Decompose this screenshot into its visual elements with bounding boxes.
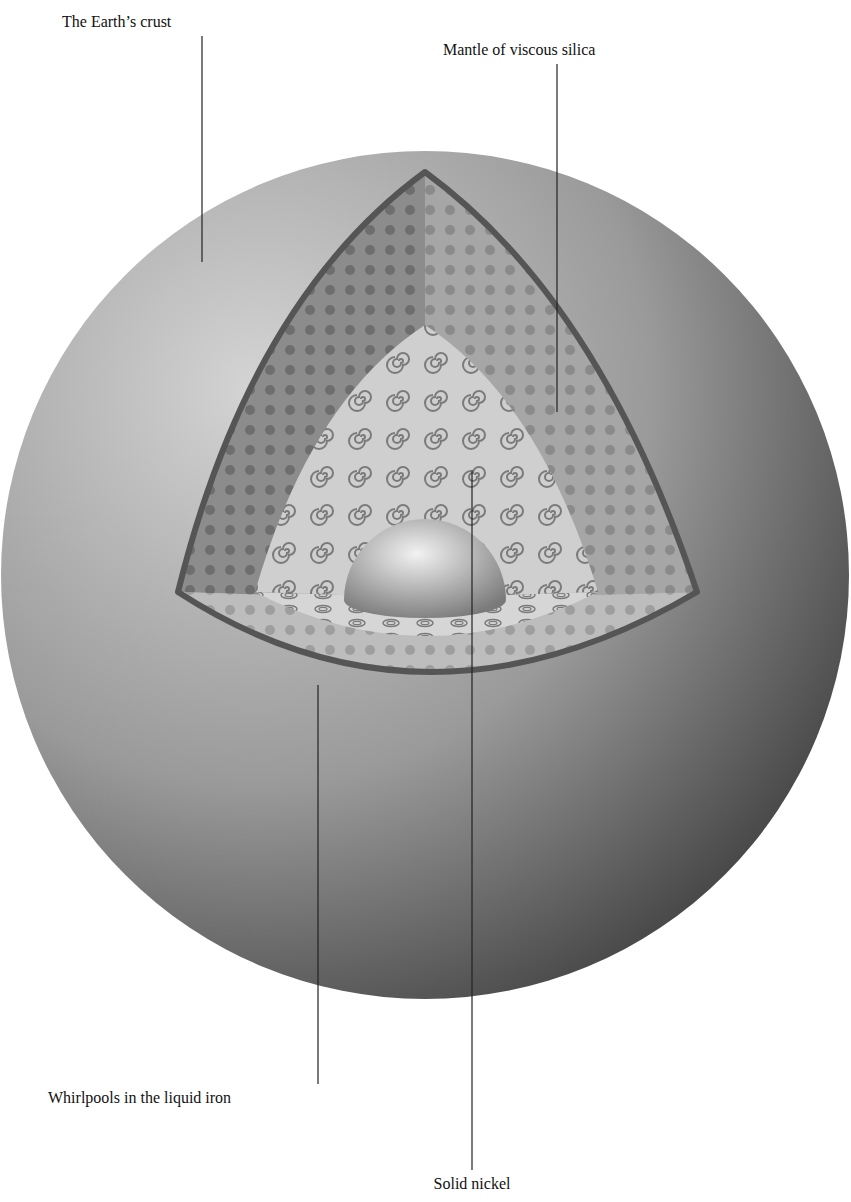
cutaway-outline — [178, 172, 697, 672]
leader-line — [317, 685, 318, 1084]
leader-line — [471, 470, 472, 1170]
part-label: Whirlpools in the liquid iron — [48, 1088, 231, 1107]
solid-nickel-core — [344, 519, 506, 618]
part-label: The Earth’s crust — [62, 12, 171, 31]
part-label: Solid nickel — [434, 1174, 511, 1193]
part-label: Mantle of viscous silica — [443, 40, 595, 59]
leader-line — [556, 64, 557, 412]
earth-sphere — [1, 151, 849, 999]
leader-line — [201, 36, 202, 262]
